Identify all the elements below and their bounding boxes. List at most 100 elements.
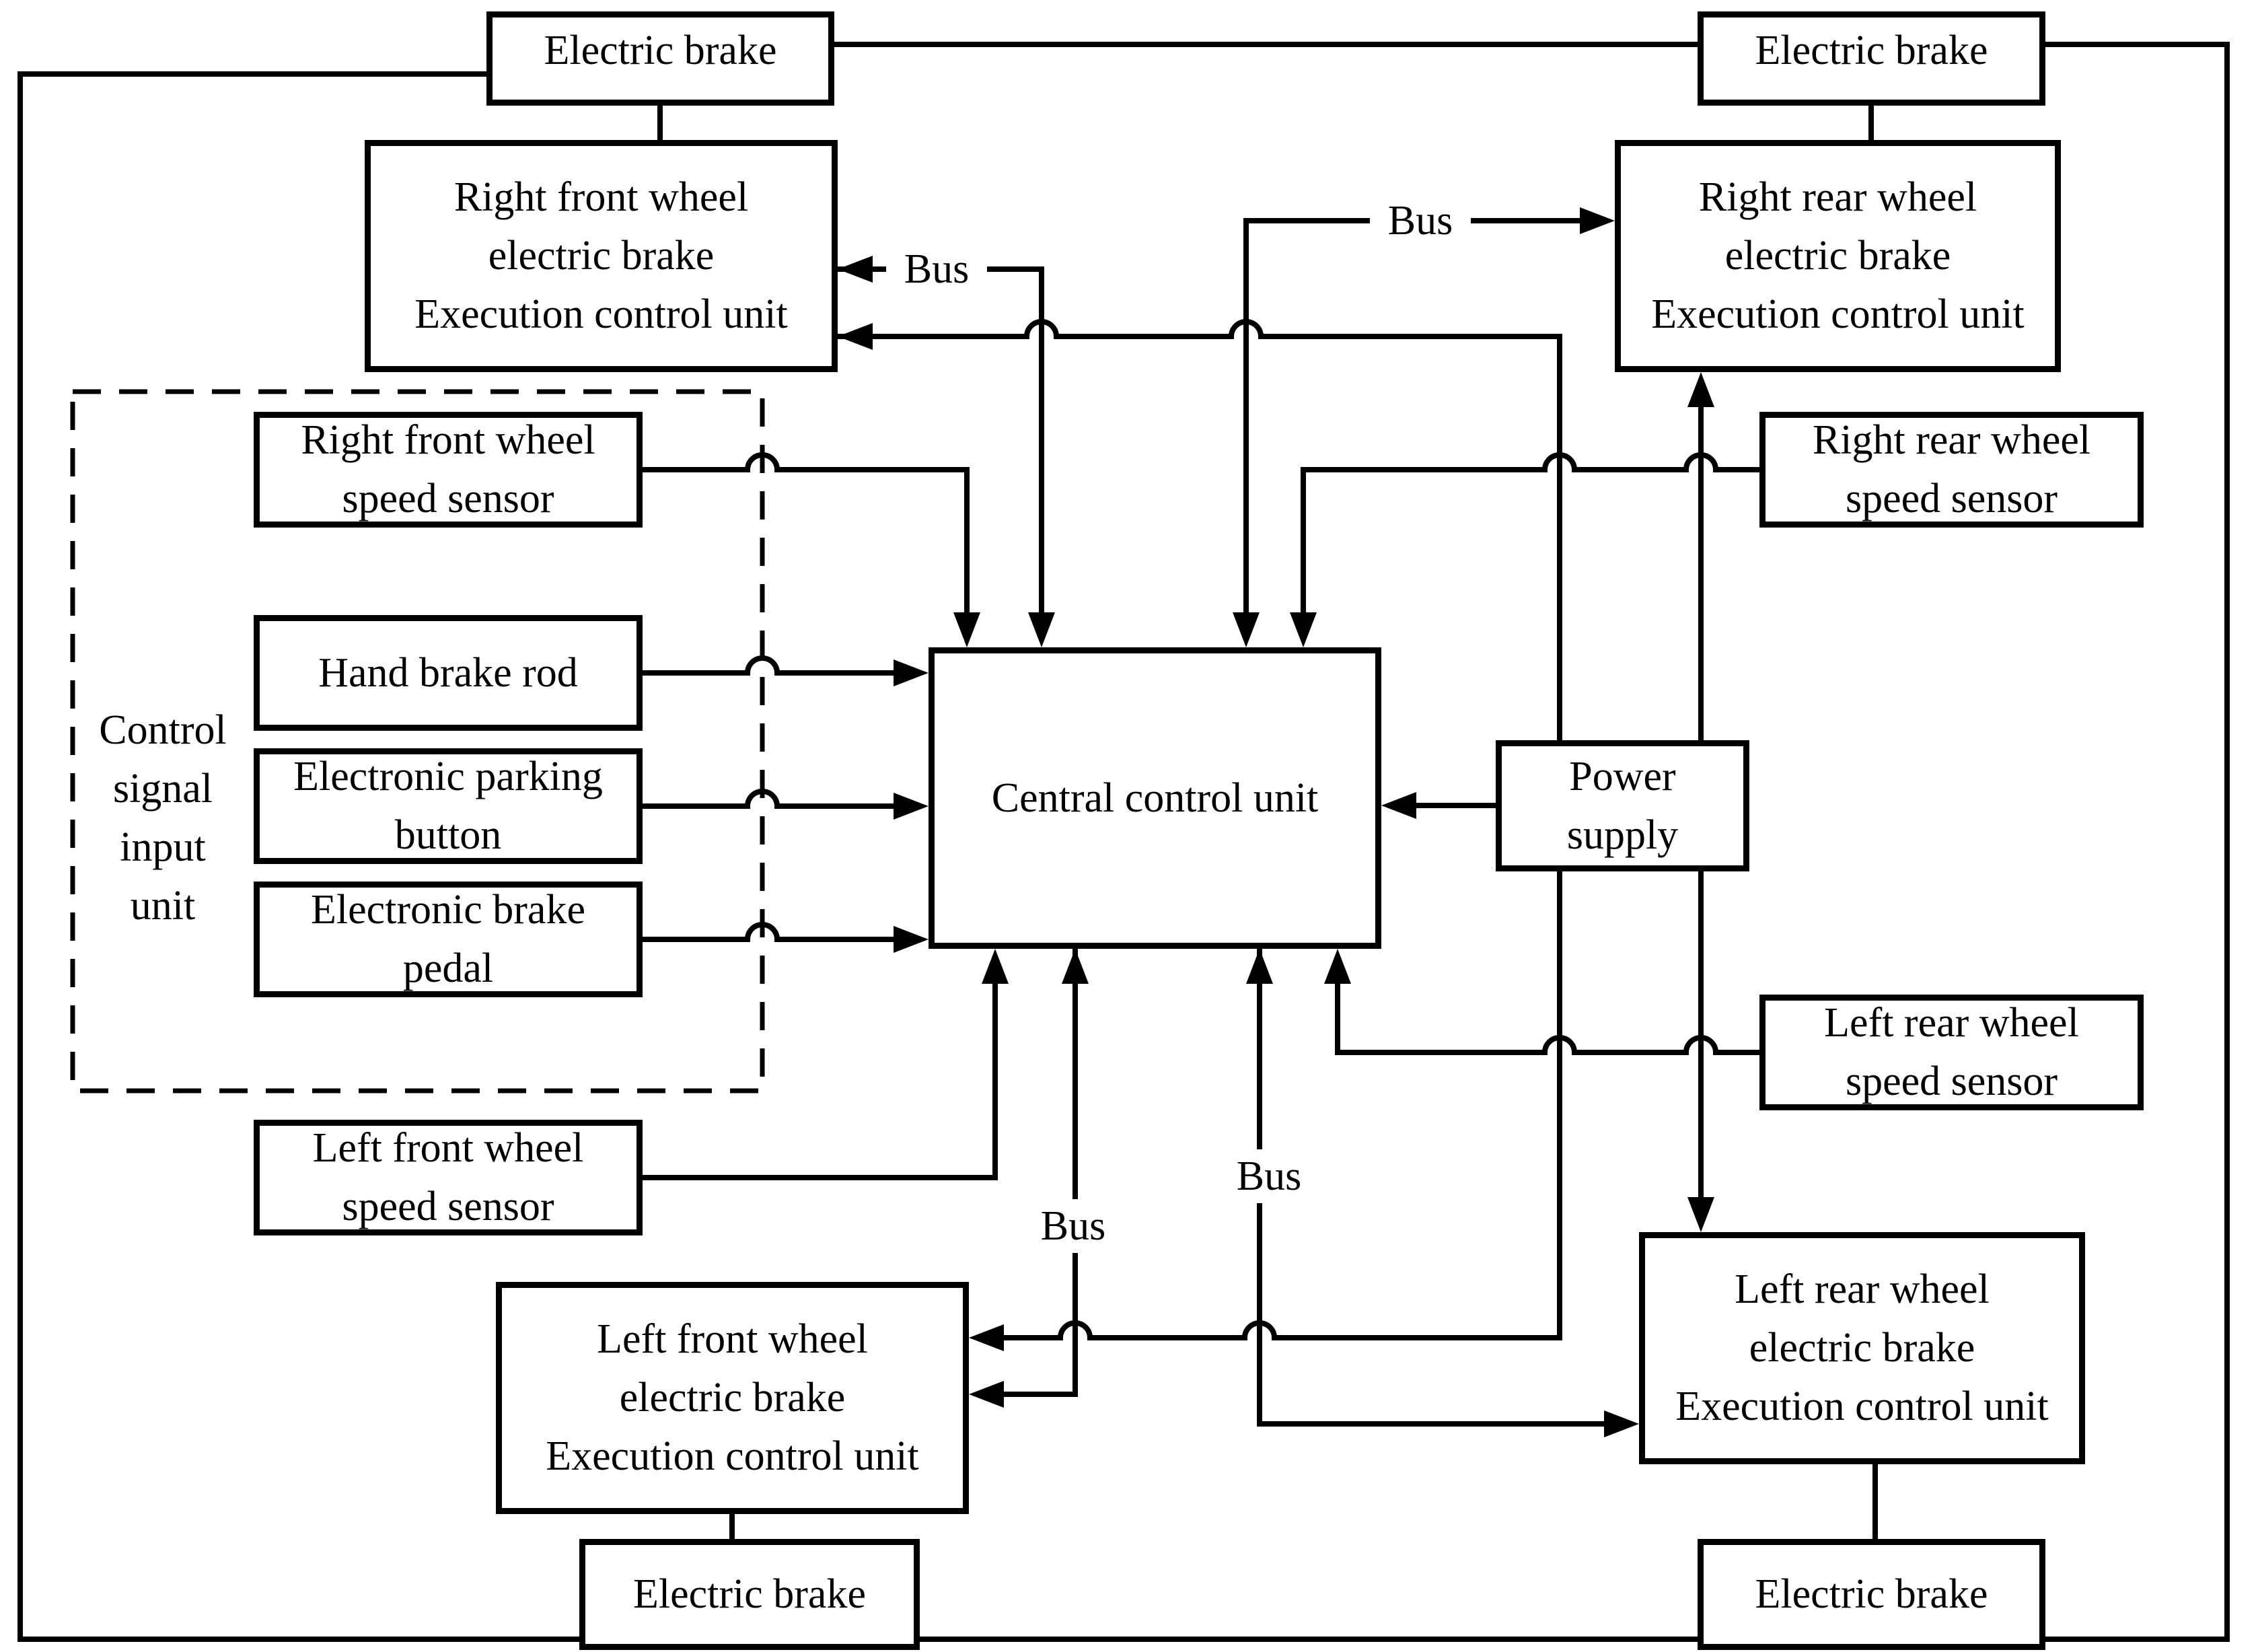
arrow-bus-into-left-front-ecu [969, 1381, 1004, 1408]
arrow-right-rear-sensor-into-central [1290, 612, 1317, 647]
signal-lines [643, 218, 1759, 1427]
arrow-bus-top-left-into-central [1028, 612, 1055, 647]
bus-line-bottom-right [1257, 949, 1605, 1427]
arrow-hand-brake-into-central [894, 659, 929, 686]
bus-label-bottom-right: Bus [1218, 1149, 1319, 1203]
right-front-ecu-box: Right front wheel electric brake Executi… [365, 140, 838, 372]
label-line: signal [112, 766, 213, 812]
arrow-right-front-sensor-into-central [953, 612, 980, 647]
box-label-line: Left rear wheel [1824, 1000, 2079, 1046]
electric-brake-top-right-box: Electric brake [1698, 11, 2045, 106]
arrow-power-into-left-front-ecu [969, 1324, 1004, 1351]
right-rear-speed-sensor-line [1301, 452, 1759, 641]
box-label-line: electric brake [488, 233, 715, 279]
ring-right [2045, 42, 2230, 1642]
left-rear-speed-sensor-box: Left rear wheel speed sensor [1759, 995, 2144, 1110]
power-line-bottom [976, 871, 1562, 1340]
label-line: unit [130, 882, 196, 929]
box-label-line: button [394, 812, 502, 858]
box-label-line: Right front wheel [453, 174, 749, 221]
right-rear-speed-sensor-box: Right rear wheel speed sensor [1759, 412, 2144, 528]
right-rear-ecu-box: Right rear wheel electric brake Executio… [1615, 140, 2061, 372]
box-label-line: Right front wheel [301, 417, 595, 464]
box-label-line: Electronic brake [311, 887, 585, 933]
box-label-line: Left front wheel [597, 1316, 868, 1363]
bus-label-text: Bus [904, 246, 970, 292]
arrow-power-into-right-rear-ecu [1687, 372, 1714, 407]
arrow-bus-into-right-front-ecu [838, 256, 873, 283]
box-label-line: Left rear wheel [1735, 1266, 1990, 1313]
bus-label-text: Bus [1387, 198, 1453, 244]
ring-left [17, 71, 579, 1642]
arrow-left-front-sensor-into-central [982, 949, 1009, 984]
box-label-line: Left front wheel [312, 1125, 584, 1172]
box-label-line: Electric brake [633, 1571, 866, 1618]
box-label-line: supply [1566, 812, 1679, 858]
arrow-bus-into-right-rear-ecu [1580, 207, 1615, 234]
arrow-power-into-left-rear-ecu [1687, 1197, 1714, 1232]
control-signal-input-unit-border [70, 389, 765, 1093]
box-label-line: Central control unit [991, 775, 1319, 821]
control-signal-input-unit-label: Control signal input unit [76, 700, 250, 937]
right-front-speed-sensor-line [643, 452, 970, 641]
box-label-line: electric brake [1724, 233, 1951, 279]
bus-line-bottom-left [976, 949, 1078, 1397]
ring-lines [17, 42, 2230, 1642]
box-label-line: pedal [402, 945, 494, 991]
box-label-line: speed sensor [1845, 476, 2058, 522]
arrow-power-into-central [1381, 792, 1416, 819]
power-supply-box: Power supply [1496, 740, 1749, 871]
arrow-parking-button-into-central [894, 793, 929, 820]
arrow-left-rear-sensor-into-central [1324, 949, 1351, 984]
label-line: Control [99, 707, 227, 754]
left-front-speed-sensor-line [643, 956, 998, 1180]
box-label-line: Electric brake [1755, 1571, 1988, 1618]
left-rear-ecu-box: Left rear wheel electric brake Execution… [1639, 1232, 2085, 1464]
box-label-line: electric brake [1749, 1325, 1975, 1371]
electronic-brake-pedal-line [643, 922, 902, 942]
box-label-line: electric brake [619, 1375, 846, 1421]
electronic-brake-pedal-box: Electronic brake pedal [254, 882, 643, 997]
box-label-line: Execution control unit [1651, 291, 2025, 337]
central-control-unit-box: Central control unit [929, 647, 1381, 949]
bus-label-text: Bus [1040, 1203, 1106, 1249]
electric-brake-bottom-right-box: Electric brake [1698, 1539, 2045, 1650]
arrow-bus-bottom-left-into-central [1062, 949, 1089, 984]
arrow-bus-top-right-into-central [1233, 612, 1260, 647]
bus-label-text: Bus [1236, 1153, 1302, 1199]
left-front-speed-sensor-box: Left front wheel speed sensor [254, 1120, 643, 1235]
box-label-line: speed sensor [342, 1184, 554, 1229]
bus-label-bottom-left: Bus [1023, 1199, 1124, 1253]
arrow-power-into-right-front-ecu [838, 323, 873, 350]
arrow-brake-pedal-into-central [894, 926, 929, 953]
electronic-parking-button-line [643, 789, 902, 809]
right-front-speed-sensor-box: Right front wheel speed sensor [254, 412, 643, 528]
electronic-parking-button-box: Electronic parking button [254, 748, 643, 864]
box-label-line: Execution control unit [546, 1433, 919, 1479]
box-label-line: Electronic parking [293, 754, 603, 800]
label-line: input [120, 824, 206, 870]
bus-label-top-right: Bus [1370, 194, 1471, 248]
box-label-line: speed sensor [342, 476, 554, 522]
electric-brake-top-left-box: Electric brake [486, 11, 834, 106]
box-label-line: Execution control unit [1675, 1383, 2049, 1429]
box-label-line: Execution control unit [414, 291, 788, 337]
box-label-line: speed sensor [1845, 1058, 2058, 1104]
arrow-bus-into-left-rear-ecu [1604, 1410, 1639, 1437]
power-line-top [838, 319, 1562, 740]
arrowheads [838, 207, 1714, 1437]
bus-label-top-left: Bus [886, 242, 987, 296]
box-label-line: Electric brake [544, 28, 777, 73]
electric-brake-bottom-left-box: Electric brake [579, 1539, 920, 1650]
hand-brake-rod-line [643, 655, 902, 676]
left-rear-speed-sensor-line [1335, 956, 1759, 1055]
box-label-line: Electric brake [1755, 28, 1988, 73]
box-label-line: Power [1569, 753, 1676, 799]
box-label-line: Right rear wheel [1698, 174, 1977, 221]
hand-brake-rod-box: Hand brake rod [254, 615, 643, 731]
box-label-line: Hand brake rod [318, 649, 578, 696]
box-label-line: Right rear wheel [1812, 417, 2091, 464]
bus-line-top-right [1243, 218, 1608, 641]
